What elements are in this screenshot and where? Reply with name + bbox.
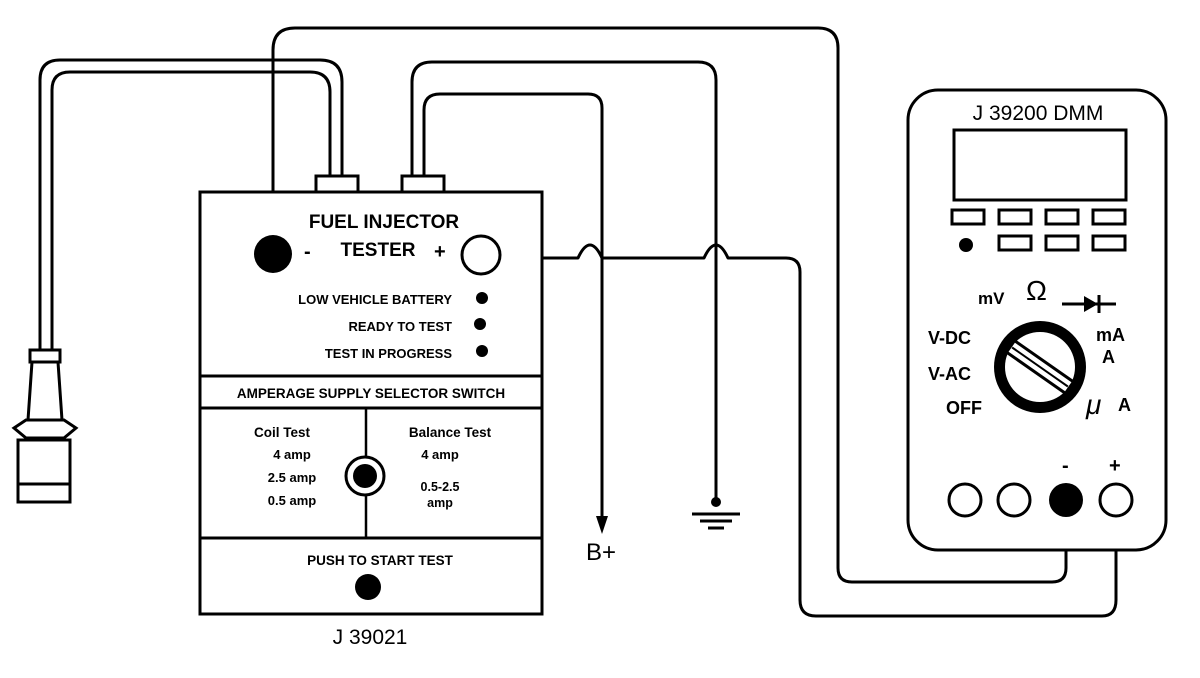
dmm-jack[interactable] (947, 482, 983, 518)
dmm-negative-jack[interactable] (1049, 483, 1083, 517)
dmm-jack-plus-sign: + (1109, 455, 1121, 477)
coil-test-title: Coil Test (254, 425, 311, 440)
dmm-display (952, 128, 1128, 202)
push-to-start-label: PUSH TO START TEST (307, 553, 454, 568)
dmm-button[interactable] (950, 208, 986, 226)
balance-test-option-1: 4 amp (421, 447, 459, 462)
dial-label-ohm: Ω (1026, 275, 1047, 306)
dmm-positive-lead (498, 243, 1118, 618)
dial-label-vdc: V-DC (928, 328, 971, 348)
tester-title-line1: FUEL INJECTOR (309, 212, 460, 233)
dmm-body (906, 88, 1168, 552)
dmm-button[interactable] (1091, 208, 1127, 226)
coil-test-option-3: 0.5 amp (268, 493, 316, 508)
dial-label-ua-mu: μ (1085, 389, 1101, 420)
fuel-injector-tester: FUEL INJECTOR TESTER - + LOW VEHICLE BAT… (198, 174, 544, 649)
wires (38, 26, 1118, 618)
ground-cable (422, 92, 604, 522)
tester-part-number: J 39021 (333, 626, 408, 649)
dmm-button[interactable] (1044, 208, 1080, 226)
injector-cable (38, 58, 344, 352)
coil-test-option-2: 2.5 amp (268, 470, 316, 485)
balance-test-option-2: 0.5-2.5 (421, 480, 460, 494)
selector-knob[interactable] (344, 455, 386, 497)
dmm-button[interactable] (1044, 234, 1080, 252)
dmm-button[interactable] (1091, 234, 1127, 252)
indicator-label-in-progress: TEST IN PROGRESS (325, 346, 452, 361)
dmm-jack-minus-sign: - (1062, 455, 1069, 477)
dmm-negative-lead (271, 26, 1068, 584)
injector-connector-icon (11, 348, 79, 504)
tester-positive-terminal[interactable] (460, 234, 502, 276)
indicator-led-ready (474, 318, 486, 330)
dmm-power-button[interactable] (959, 238, 973, 252)
dmm-rotary-dial[interactable] (994, 321, 1086, 413)
selector-heading: AMPERAGE SUPPLY SELECTOR SWITCH (237, 386, 505, 401)
dial-label-off: OFF (946, 398, 982, 418)
dial-label-ma: mA (1096, 325, 1125, 345)
b-plus-cable (410, 60, 718, 504)
b-plus-label: B+ (586, 539, 616, 566)
b-plus-arrow (596, 516, 608, 534)
tester-title-line2: TESTER (341, 240, 416, 261)
balance-test-title: Balance Test (409, 425, 492, 440)
dmm-jack[interactable] (996, 482, 1032, 518)
tester-plus-sign: + (434, 241, 446, 263)
indicator-led-in-progress (476, 345, 488, 357)
indicator-led-low-battery (476, 292, 488, 304)
digital-multimeter: J 39200 DMM mV Ω V-DC mA A V-AC OFF μ A (906, 88, 1168, 552)
dial-label-ua-a: A (1118, 395, 1131, 415)
dmm-button[interactable] (997, 234, 1033, 252)
injector-cable-inner (50, 70, 332, 352)
tester-minus-sign: - (304, 241, 311, 263)
dial-label-a: A (1102, 347, 1115, 367)
dmm-title: J 39200 DMM (973, 102, 1104, 125)
coil-test-option-1: 4 amp (273, 447, 311, 462)
diode-icon (1062, 295, 1116, 313)
dial-label-vac: V-AC (928, 364, 971, 384)
push-to-start-button[interactable] (355, 574, 381, 600)
indicator-label-ready: READY TO TEST (348, 319, 452, 334)
indicator-label-low-battery: LOW VEHICLE BATTERY (298, 292, 452, 307)
dmm-button[interactable] (997, 208, 1033, 226)
tester-negative-terminal[interactable] (254, 235, 292, 273)
ground-symbol (692, 497, 740, 530)
balance-test-option-3: amp (427, 496, 453, 510)
dmm-positive-jack[interactable] (1098, 482, 1134, 518)
dial-label-mv: mV (978, 289, 1005, 308)
